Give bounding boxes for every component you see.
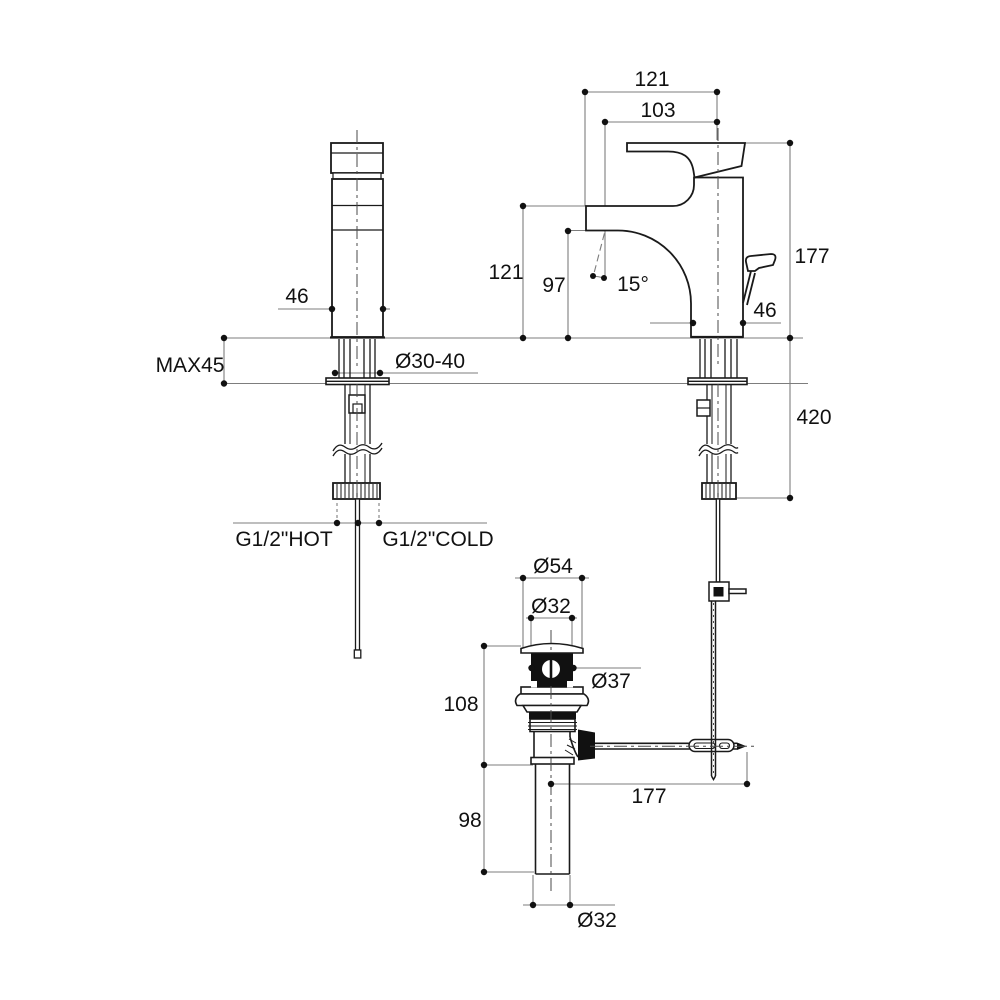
dimension-labels: 121 103 46 MAX45 Ø30-40 121 97 15° 177 4… (156, 68, 832, 932)
right-faucet-side-view (585, 142, 777, 339)
dim-drain-upper-height: 108 (443, 693, 478, 716)
dimension-lines (223, 91, 808, 906)
dim-supply-length: 420 (796, 406, 831, 429)
label-hot-connection: G1/2"HOT (235, 528, 332, 551)
dim-faucet-height: 177 (794, 245, 829, 268)
dim-body-width: 46 (285, 285, 308, 308)
dim-spout-top-height: 121 (488, 261, 523, 284)
dim-hole-diameter: Ø30-40 (395, 350, 465, 373)
dimension-dots (220, 88, 794, 909)
drain-screw-detail (531, 659, 573, 688)
dim-spout-reach-overall: 121 (634, 68, 669, 91)
dim-outlet-angle: 15° (617, 273, 649, 296)
dim-rod-reach: 177 (631, 785, 666, 808)
dim-drain-tail-height: 98 (458, 809, 481, 832)
dim-spout-reach-outlet: 103 (640, 99, 675, 122)
dim-deck-max-thickness: MAX45 (156, 354, 225, 377)
dim-spout-outlet-height: 97 (542, 274, 565, 297)
dim-drain-tail-diameter: Ø32 (577, 909, 617, 932)
left-faucet-supply (325, 339, 390, 659)
centerlines (356, 128, 754, 893)
pop-up-linkage (688, 581, 747, 782)
dim-base-depth: 46 (753, 299, 776, 322)
dim-drain-body-diameter: Ø37 (591, 670, 631, 693)
dim-drain-flange-diameter: Ø54 (533, 555, 573, 578)
label-cold-connection: G1/2"COLD (382, 528, 493, 551)
dim-drain-top-diameter: Ø32 (531, 595, 571, 618)
